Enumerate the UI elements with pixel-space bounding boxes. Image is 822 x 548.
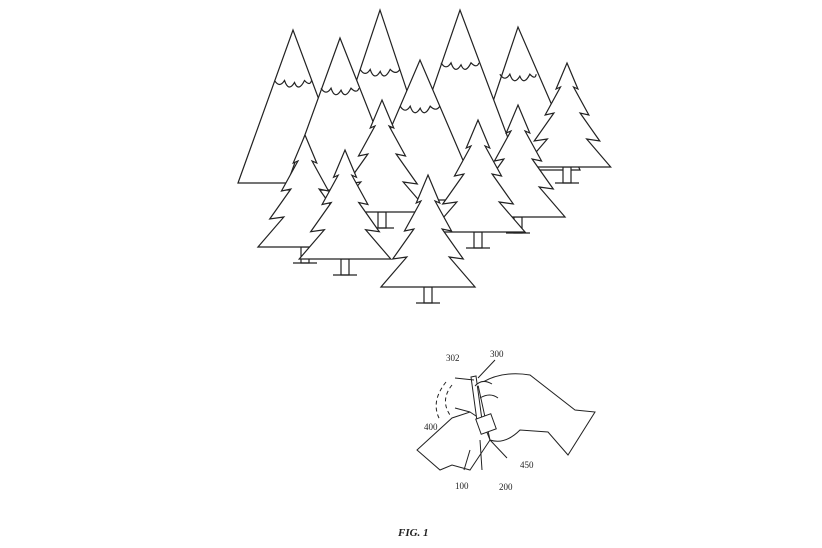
tree — [333, 98, 431, 213]
ref-200: 200 — [499, 482, 513, 492]
tree — [429, 118, 527, 233]
snowcap — [499, 72, 537, 82]
ref-302: 302 — [446, 353, 460, 363]
tree — [379, 173, 477, 288]
snowcap — [320, 86, 360, 96]
motion-arcs — [435, 381, 453, 421]
ref-100: 100 — [455, 481, 469, 491]
tree — [522, 61, 612, 168]
tree-trunk — [562, 166, 572, 184]
snowcap — [399, 104, 441, 114]
tree — [297, 148, 393, 260]
figure-caption: FIG. 1 — [398, 527, 429, 539]
leader-lines — [454, 359, 508, 471]
ref-400: 400 — [424, 422, 438, 432]
tree-trunk — [423, 286, 433, 304]
wrist-device-illustration — [416, 359, 596, 471]
tree — [256, 133, 354, 248]
ref-300: 300 — [490, 349, 504, 359]
snowcap — [440, 61, 480, 70]
trees — [256, 61, 612, 304]
snowcap — [274, 79, 313, 88]
hand-arm — [477, 373, 596, 456]
ref-450: 450 — [520, 460, 534, 470]
tree — [469, 103, 567, 218]
tree-trunk — [340, 258, 350, 276]
tree-trunk — [473, 231, 483, 249]
tree-trunk — [377, 211, 387, 229]
fingers — [474, 380, 499, 399]
watch-body — [475, 413, 497, 435]
snowcap — [359, 68, 401, 77]
